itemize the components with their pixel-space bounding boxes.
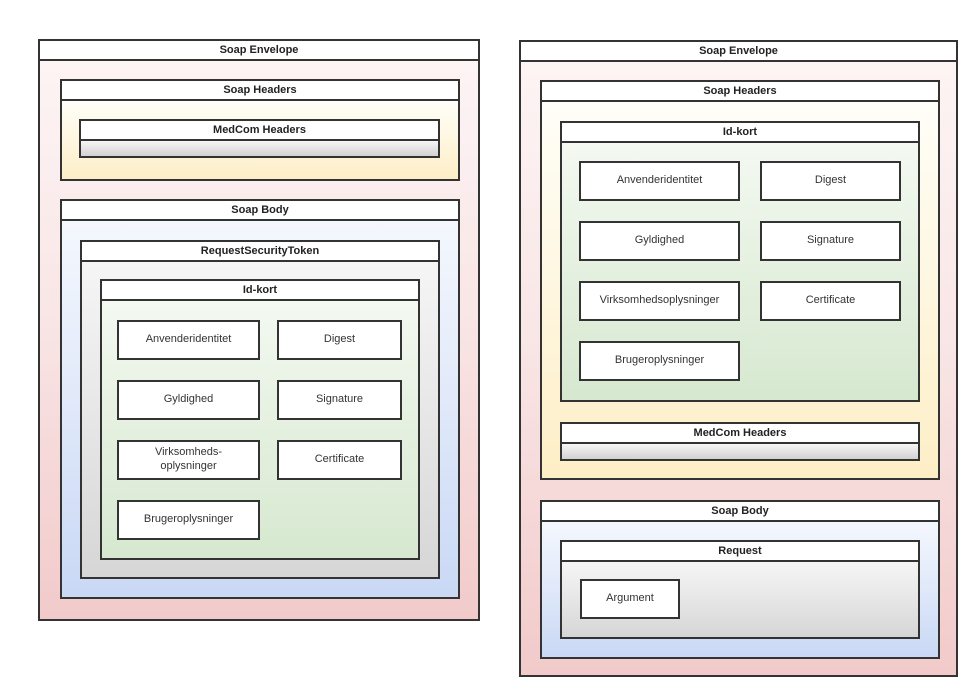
element-box-brugeroplysninger: Brugeroplysninger	[117, 500, 260, 540]
element-box-gyldighed: Gyldighed	[117, 380, 260, 420]
medcom-headers-box: MedCom Headers	[560, 422, 920, 461]
medcom-headers-title: MedCom Headers	[81, 121, 438, 141]
medcom-headers-box: MedCom Headers	[79, 119, 440, 158]
id-kort-title: Id-kort	[102, 281, 418, 301]
soap-envelope-body: Soap Headers MedCom Headers Soap Body Re…	[40, 61, 478, 619]
id-kort-box: Id-kort Anvenderidentitet Digest Gyldigh…	[100, 279, 420, 560]
element-box-brugeroplysninger: Brugeroplysninger	[579, 341, 740, 381]
element-box-virksomhedsoplysninger: Virksomhedsoplysninger	[579, 281, 740, 321]
soap-headers-title: Soap Headers	[542, 82, 938, 102]
soap-body-area: RequestSecurityToken Id-kort Anvenderide…	[62, 221, 458, 597]
element-box-virksomhedsoplysninger: Virksomheds- oplysninger	[117, 440, 260, 480]
soap-envelope-title: Soap Envelope	[521, 42, 956, 62]
request-security-token-body: Id-kort Anvenderidentitet Digest Gyldigh…	[82, 262, 438, 577]
soap-envelope-box-right: Soap Envelope Soap Headers Id-kort Anven…	[519, 40, 958, 677]
soap-body-title: Soap Body	[62, 201, 458, 221]
element-box-certificate: Certificate	[277, 440, 402, 480]
soap-body-area: Request Argument	[542, 522, 938, 657]
element-box-argument: Argument	[580, 579, 680, 619]
element-box-signature: Signature	[277, 380, 402, 420]
soap-body-box: Soap Body RequestSecurityToken Id-kort A…	[60, 199, 460, 599]
id-kort-title: Id-kort	[562, 123, 918, 143]
medcom-content-bar	[81, 141, 438, 156]
medcom-headers-title: MedCom Headers	[562, 424, 918, 444]
element-box-digest: Digest	[277, 320, 402, 360]
medcom-content-bar	[562, 444, 918, 459]
element-box-anvenderidentitet: Anvenderidentitet	[117, 320, 260, 360]
id-kort-box: Id-kort Anvenderidentitet Digest Gyldigh…	[560, 121, 920, 402]
request-security-token-title: RequestSecurityToken	[82, 242, 438, 262]
id-kort-body: Anvenderidentitet Digest Gyldighed Signa…	[562, 143, 918, 400]
request-body: Argument	[562, 562, 918, 637]
element-box-certificate: Certificate	[760, 281, 901, 321]
element-box-gyldighed: Gyldighed	[579, 221, 740, 261]
request-title: Request	[562, 542, 918, 562]
soap-envelope-box-left: Soap Envelope Soap Headers MedCom Header…	[38, 39, 480, 621]
soap-envelope-body: Soap Headers Id-kort Anvenderidentitet D…	[521, 62, 956, 675]
request-security-token-box: RequestSecurityToken Id-kort Anvenderide…	[80, 240, 440, 579]
soap-headers-body: Id-kort Anvenderidentitet Digest Gyldigh…	[542, 102, 938, 478]
element-box-anvenderidentitet: Anvenderidentitet	[579, 161, 740, 201]
request-box: Request Argument	[560, 540, 920, 639]
soap-headers-body: MedCom Headers	[62, 101, 458, 179]
soap-headers-box: Soap Headers MedCom Headers	[60, 79, 460, 181]
soap-envelope-title: Soap Envelope	[40, 41, 478, 61]
element-box-digest: Digest	[760, 161, 901, 201]
soap-headers-box: Soap Headers Id-kort Anvenderidentitet D…	[540, 80, 940, 480]
soap-body-title: Soap Body	[542, 502, 938, 522]
element-box-signature: Signature	[760, 221, 901, 261]
soap-body-box: Soap Body Request Argument	[540, 500, 940, 659]
soap-headers-title: Soap Headers	[62, 81, 458, 101]
id-kort-body: Anvenderidentitet Digest Gyldighed Signa…	[102, 301, 418, 558]
